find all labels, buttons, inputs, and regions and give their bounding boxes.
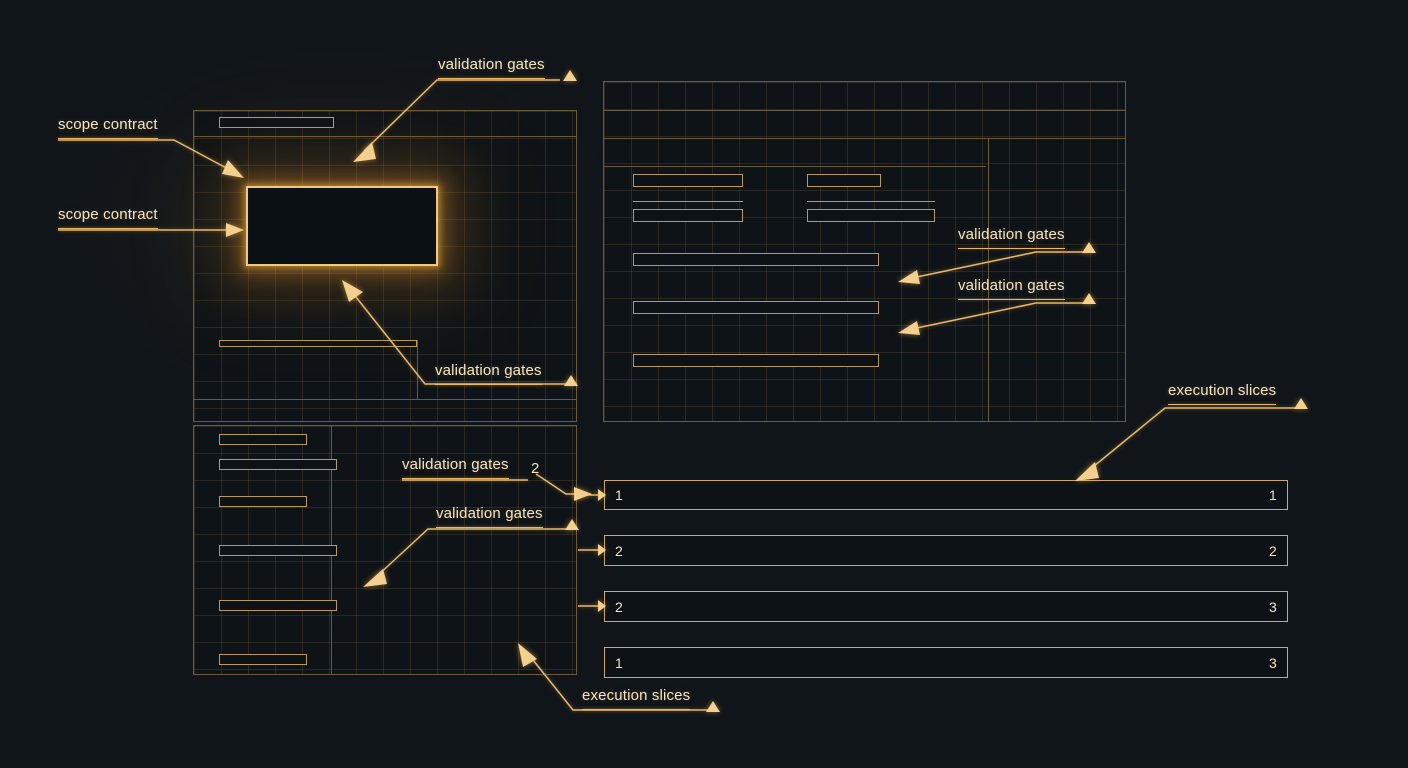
form-field[interactable]	[633, 354, 879, 367]
triangle-up-icon	[1082, 293, 1096, 304]
form-field-underline[interactable]	[807, 201, 935, 204]
slice-index: 1	[615, 487, 623, 503]
triangle-up-icon	[706, 701, 720, 712]
form-wireframe-panel[interactable]	[603, 81, 1126, 422]
annotation-label: validation gates	[402, 456, 509, 479]
list-item[interactable]	[219, 600, 337, 611]
panel-header-bar	[219, 117, 334, 128]
form-title-divider	[604, 110, 1125, 111]
annotation-underline	[958, 247, 1065, 249]
panel-header-divider	[194, 136, 576, 137]
annotation-underline	[402, 477, 509, 479]
panel-footer-bar	[219, 340, 417, 347]
execution-slice-row[interactable]: 2 3	[604, 591, 1288, 622]
panel-footer-column-divider	[417, 340, 418, 400]
form-side-column-divider	[988, 138, 989, 421]
annotation-underline	[958, 298, 1065, 300]
annotation-label: validation gates	[958, 277, 1065, 300]
wireframe-list-panel[interactable]	[193, 425, 577, 675]
annotation-label: validation gates	[436, 505, 543, 528]
annotation-label: scope contract	[58, 206, 158, 229]
triangle-up-icon	[1294, 398, 1308, 409]
scope-contract-panel[interactable]	[193, 110, 577, 422]
triangle-up-icon	[1082, 242, 1096, 253]
annotation-badge: 2	[531, 460, 540, 477]
list-item[interactable]	[219, 459, 337, 470]
annotation-label: validation gates	[958, 226, 1065, 249]
triangle-up-icon	[564, 375, 578, 386]
form-toolbar-divider	[604, 138, 1125, 139]
annotation-underline	[58, 137, 158, 139]
annotation-underline	[58, 227, 158, 229]
form-field[interactable]	[633, 301, 879, 314]
annotation-underline	[1168, 403, 1277, 405]
form-field[interactable]	[633, 253, 879, 266]
list-item[interactable]	[219, 654, 307, 665]
list-item[interactable]	[219, 496, 307, 507]
slice-index: 2	[615, 542, 623, 559]
triangle-up-icon	[563, 70, 577, 81]
form-field[interactable]	[633, 209, 743, 222]
execution-slice-row[interactable]: 1 3	[604, 647, 1288, 678]
annotation-label: scope contract	[58, 116, 158, 139]
form-field[interactable]	[633, 174, 743, 187]
execution-slice-row[interactable]: 1 1	[604, 480, 1288, 510]
highlighted-scope-box[interactable]	[246, 186, 438, 266]
triangle-up-icon	[565, 519, 579, 530]
slice-value: 2	[1269, 542, 1277, 559]
panel-footer-divider	[194, 399, 576, 400]
annotation-label: validation gates	[438, 56, 545, 79]
form-field[interactable]	[807, 209, 935, 222]
execution-slice-row[interactable]: 2 2	[604, 535, 1288, 566]
form-body-divider	[604, 166, 986, 167]
slice-index: 2	[615, 598, 623, 615]
form-field[interactable]	[807, 174, 881, 187]
slice-index: 1	[615, 654, 623, 671]
annotation-label: execution slices	[1168, 382, 1277, 405]
slice-value: 3	[1269, 598, 1277, 615]
annotation-underline	[438, 77, 545, 79]
form-field-underline[interactable]	[633, 201, 743, 204]
slice-value: 1	[1269, 487, 1277, 503]
annotation-underline	[436, 526, 543, 528]
slice-value: 3	[1269, 654, 1277, 671]
list-item[interactable]	[219, 545, 337, 556]
list-item[interactable]	[219, 434, 307, 445]
panel-grid	[194, 111, 576, 421]
